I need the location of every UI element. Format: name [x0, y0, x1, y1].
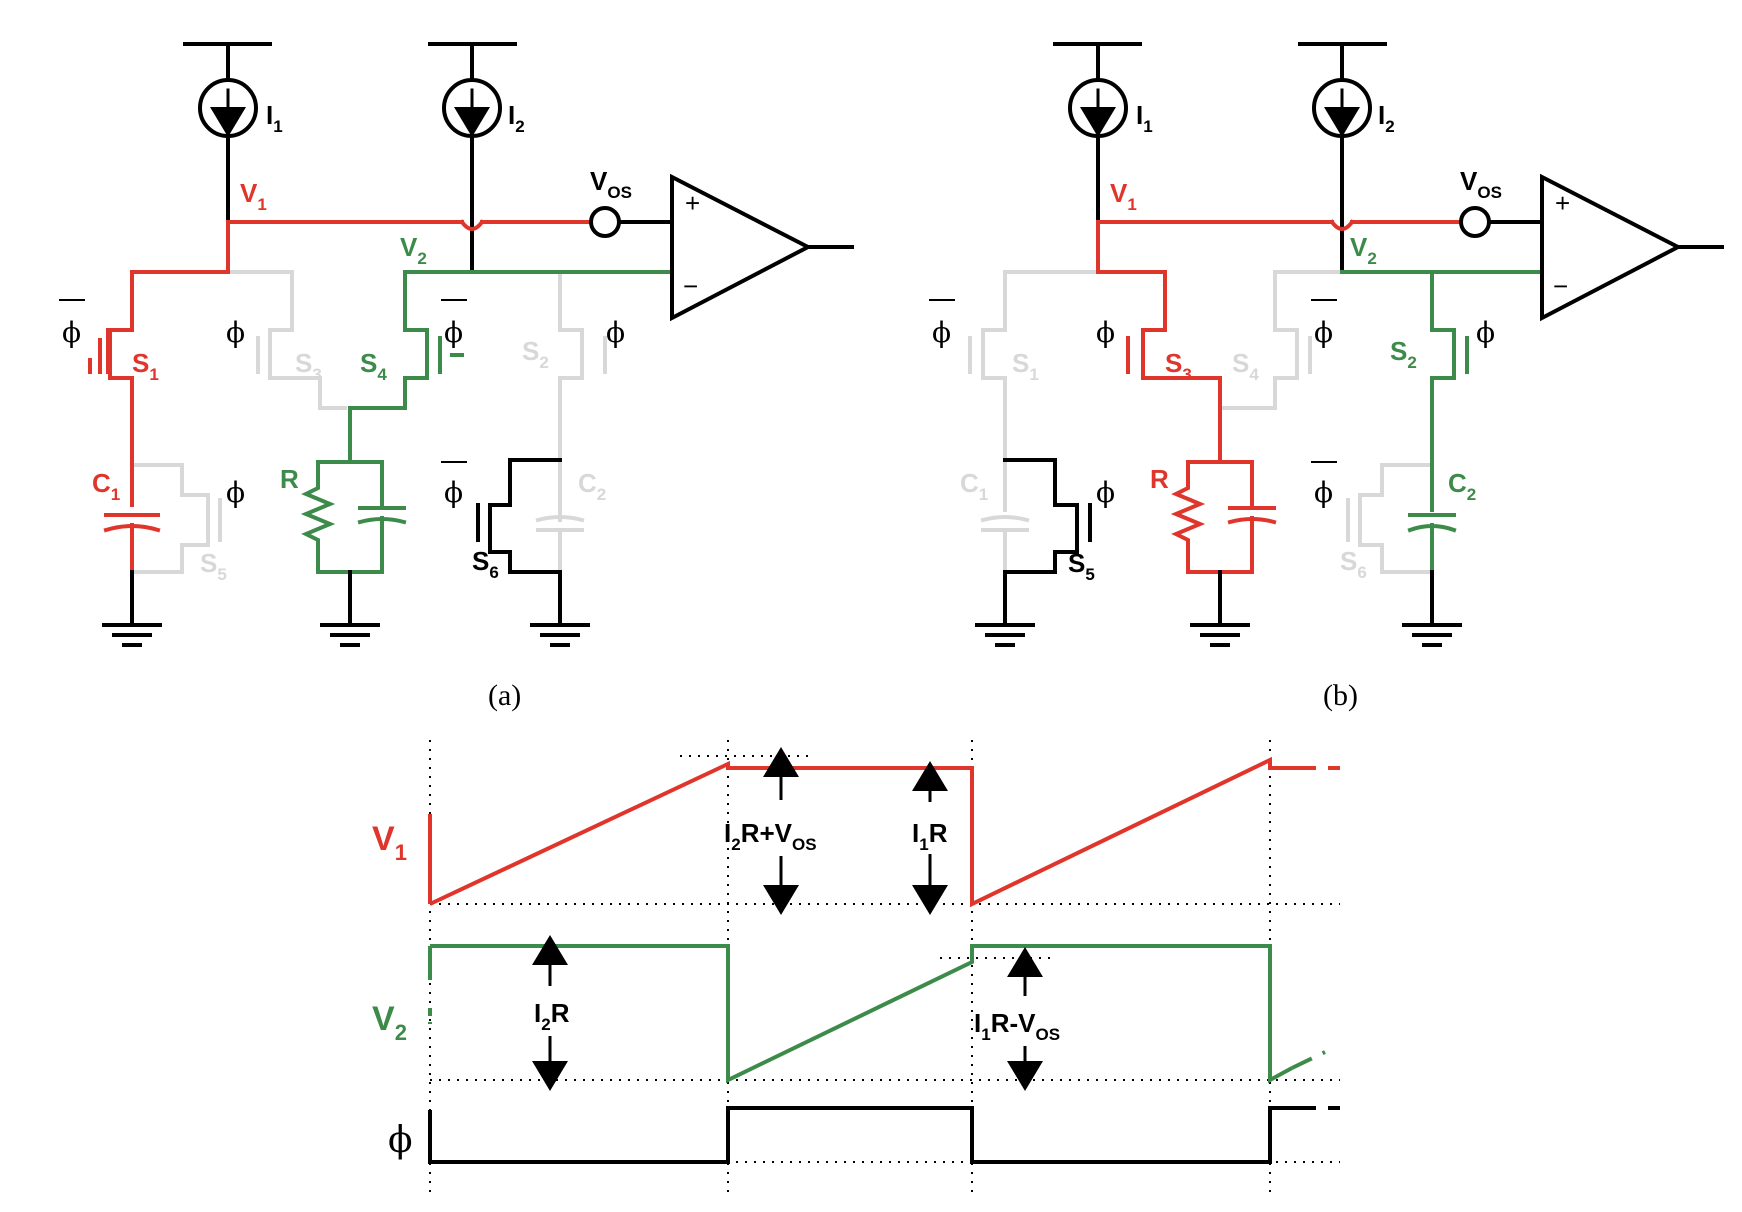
svg-text:S3: S3 — [295, 348, 322, 384]
svg-text:I1: I1 — [266, 100, 283, 136]
svg-text:V2: V2 — [1350, 232, 1377, 268]
svg-text:ϕ: ϕ — [1096, 476, 1115, 509]
svg-text:I2R: I2R — [534, 998, 570, 1034]
circuit-a: I1 I2 V1 V2 VOS + − S1 S3 S4 S2 C1 S5 R … — [59, 42, 854, 712]
svg-text:ϕ: ϕ — [1096, 316, 1115, 349]
svg-text:S5: S5 — [1068, 548, 1095, 584]
caption-a: (a) — [488, 679, 521, 712]
vos-source — [589, 206, 621, 238]
svg-text:V2: V2 — [400, 232, 427, 268]
svg-text:C1: C1 — [960, 468, 988, 504]
svg-text:−: − — [683, 271, 698, 301]
svg-text:S5: S5 — [200, 548, 227, 584]
svg-text:C2: C2 — [1448, 468, 1476, 504]
svg-text:I1: I1 — [1136, 100, 1153, 136]
svg-text:ϕ: ϕ — [226, 316, 245, 349]
svg-text:ϕ: ϕ — [444, 476, 463, 509]
svg-text:V1: V1 — [372, 820, 407, 865]
svg-text:ϕ: ϕ — [606, 316, 625, 349]
comparator-a — [670, 173, 813, 322]
svg-text:S6: S6 — [1340, 546, 1367, 582]
caption-b: (b) — [1323, 679, 1358, 712]
svg-text:I2: I2 — [508, 100, 525, 136]
svg-text:+: + — [685, 188, 700, 218]
svg-text:C1: C1 — [92, 468, 120, 504]
svg-text:ϕ: ϕ — [226, 476, 245, 509]
svg-text:S6: S6 — [472, 546, 499, 582]
svg-text:ϕ: ϕ — [444, 316, 463, 349]
svg-text:+: + — [1555, 188, 1570, 218]
svg-text:I1R-VOS: I1R-VOS — [974, 1008, 1060, 1044]
v2-waveform — [430, 944, 1293, 1084]
svg-text:S3: S3 — [1165, 348, 1192, 384]
svg-text:ϕ: ϕ — [1314, 476, 1333, 509]
v1-waveform — [429, 756, 1294, 908]
phi-waveform — [428, 1106, 1294, 1164]
svg-text:R: R — [1150, 464, 1169, 494]
svg-text:ϕ: ϕ — [62, 316, 81, 349]
circuit-b: I1 I2 V1 V2 VOS + − S1 S3 S4 S2 C1 S5 R … — [929, 42, 1724, 712]
svg-text:S4: S4 — [1232, 348, 1259, 384]
svg-text:S2: S2 — [522, 336, 549, 372]
svg-text:VOS: VOS — [590, 166, 632, 202]
svg-text:S1: S1 — [1012, 348, 1039, 384]
svg-text:S1: S1 — [132, 348, 159, 384]
svg-text:VOS: VOS — [1460, 166, 1502, 202]
svg-text:S2: S2 — [1390, 336, 1417, 372]
comparator-b — [1540, 173, 1683, 322]
svg-text:V2: V2 — [372, 1000, 407, 1045]
svg-text:−: − — [1553, 271, 1568, 301]
svg-text:ϕ: ϕ — [1314, 316, 1333, 349]
timing-waveforms: V1 V2 ϕ I2R+VOS I1R I2R I1R-VOS — [372, 740, 1340, 1192]
svg-text:V1: V1 — [1110, 178, 1137, 214]
vos-source-b — [1459, 206, 1491, 238]
svg-text:V1: V1 — [240, 178, 267, 214]
svg-text:I2R+VOS: I2R+VOS — [724, 818, 817, 854]
svg-text:R: R — [280, 464, 299, 494]
svg-text:I2: I2 — [1378, 100, 1395, 136]
svg-text:C2: C2 — [578, 468, 606, 504]
svg-text:ϕ: ϕ — [932, 316, 951, 349]
svg-text:ϕ: ϕ — [1476, 316, 1495, 349]
svg-text:I1R: I1R — [912, 818, 948, 854]
svg-text:ϕ: ϕ — [388, 1120, 413, 1161]
svg-text:S4: S4 — [360, 348, 387, 384]
